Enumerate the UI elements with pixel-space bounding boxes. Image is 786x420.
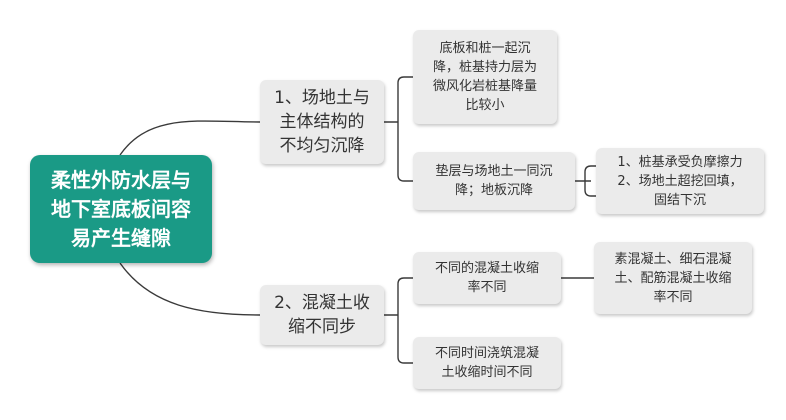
link-root-branch1 (119, 120, 261, 156)
node-different-shrinkage-rate[interactable]: 不同的混凝土收缩 率不同 (413, 252, 561, 304)
link-branch2-children (384, 277, 413, 364)
node-cushion-soil-settlement[interactable]: 垫层与场地土一同沉 降；地板沉降 (413, 152, 575, 210)
root-topic[interactable]: 柔性外防水层与 地下室底板间容 易产生缝隙 (30, 155, 212, 263)
link-branch1-children (384, 76, 413, 182)
branch-concrete-shrinkage[interactable]: 2、混凝土收 缩不同步 (260, 285, 384, 345)
link-root-branch2 (119, 262, 261, 316)
link-n12-n121 (575, 165, 596, 197)
node-different-pour-time[interactable]: 不同时间浇筑混凝 土收缩时间不同 (413, 337, 561, 389)
node-concrete-types-shrinkage[interactable]: 素混凝土、细石混凝 土、配筋混凝土收缩 率不同 (594, 242, 752, 314)
node-negative-friction-backfill[interactable]: 1、桩基承受负摩擦力 2、场地土超挖回填， 固结下沉 (596, 148, 764, 214)
node-slab-pile-settlement[interactable]: 底板和桩一起沉 降，桩基持力层为 微风化岩桩基降量 比较小 (413, 30, 557, 124)
branch-uneven-settlement[interactable]: 1、场地土与 主体结构的 不均匀沉降 (260, 80, 384, 164)
